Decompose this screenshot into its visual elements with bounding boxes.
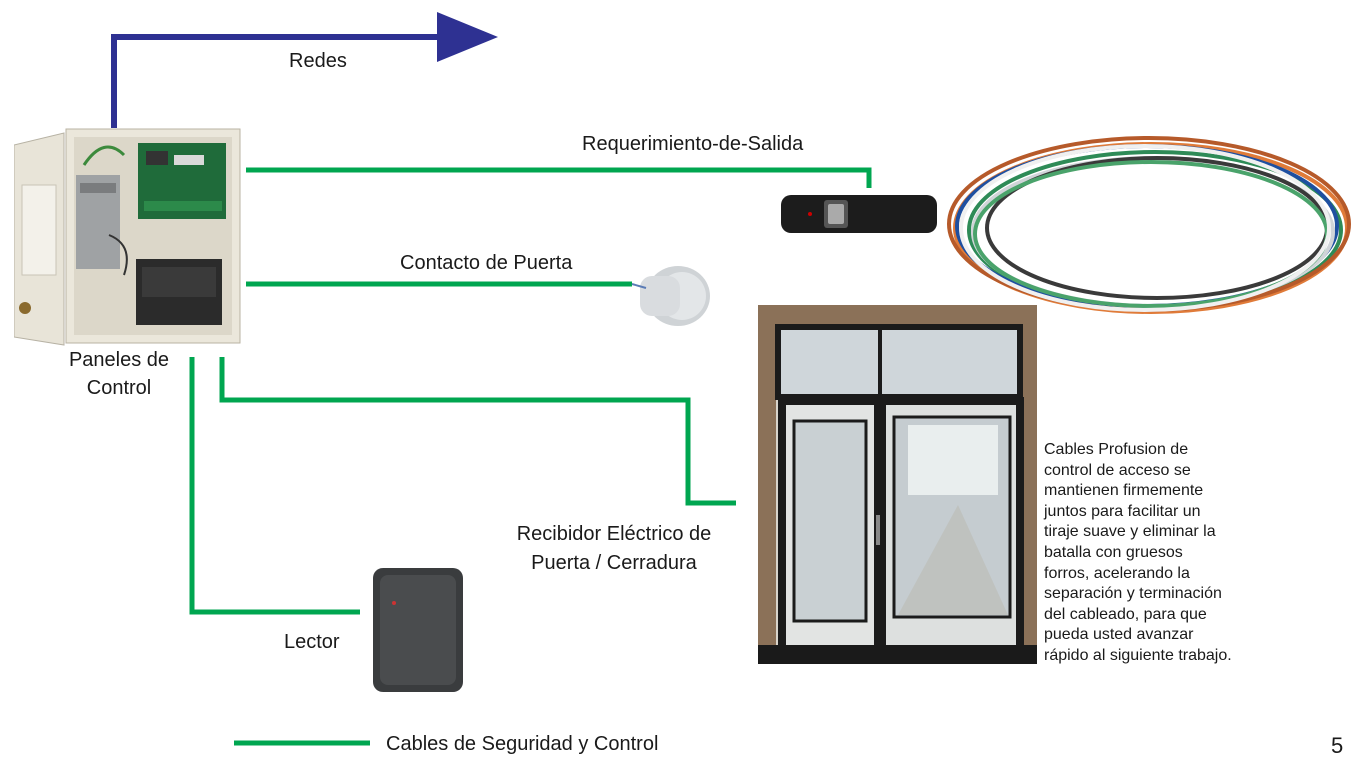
description-line: pueda usted avanzar — [1044, 626, 1194, 644]
description-line: del cableado, para que — [1044, 605, 1207, 623]
control-panel-label-line2: Control — [86, 377, 152, 399]
page-number: 5 — [1331, 733, 1344, 758]
door-contact-image — [631, 266, 710, 326]
reader-label: Lector — [284, 631, 340, 653]
reader-cable — [189, 357, 360, 615]
rex-cable — [246, 167, 872, 188]
description-line: juntos para facilitar un — [1044, 502, 1201, 520]
description-line: Cables Profusion de — [1044, 441, 1189, 458]
lock-receiver-label-line2: Puerta / Cerradura — [531, 552, 697, 574]
description-line: mantienen firmemente — [1044, 482, 1204, 500]
description-line: rápido al siguiente trabajo. — [1044, 646, 1232, 664]
description-text: Cables Profusion de control de acceso se… — [1044, 440, 1270, 667]
control-panel-label-line1: Paneles de — [68, 349, 170, 371]
door-contact-label: Contacto de Puerta — [400, 252, 573, 274]
cable-coil-image — [947, 136, 1351, 314]
network-line — [111, 34, 440, 128]
networks-label: Redes — [289, 50, 347, 72]
lock-cable — [219, 357, 736, 506]
rex-sensor-image — [781, 195, 937, 233]
description-line: batalla con gruesos — [1044, 543, 1183, 561]
description-line: separación y terminación — [1044, 585, 1222, 603]
request-to-exit-label: Requerimiento-de-Salida — [582, 133, 804, 155]
lock-receiver-label-line1: Recibidor Eléctrico de — [516, 523, 712, 545]
description-line: tiraje suave y eliminar la — [1044, 523, 1216, 541]
description-line: control de acceso se — [1044, 461, 1191, 479]
legend-label: Cables de Seguridad y Control — [386, 733, 659, 755]
control-panel-image — [14, 128, 241, 346]
door-photo-image — [758, 305, 1037, 664]
description-line: forros, acelerando la — [1044, 564, 1190, 582]
network-arrowhead — [437, 12, 498, 62]
card-reader-image — [373, 568, 463, 692]
